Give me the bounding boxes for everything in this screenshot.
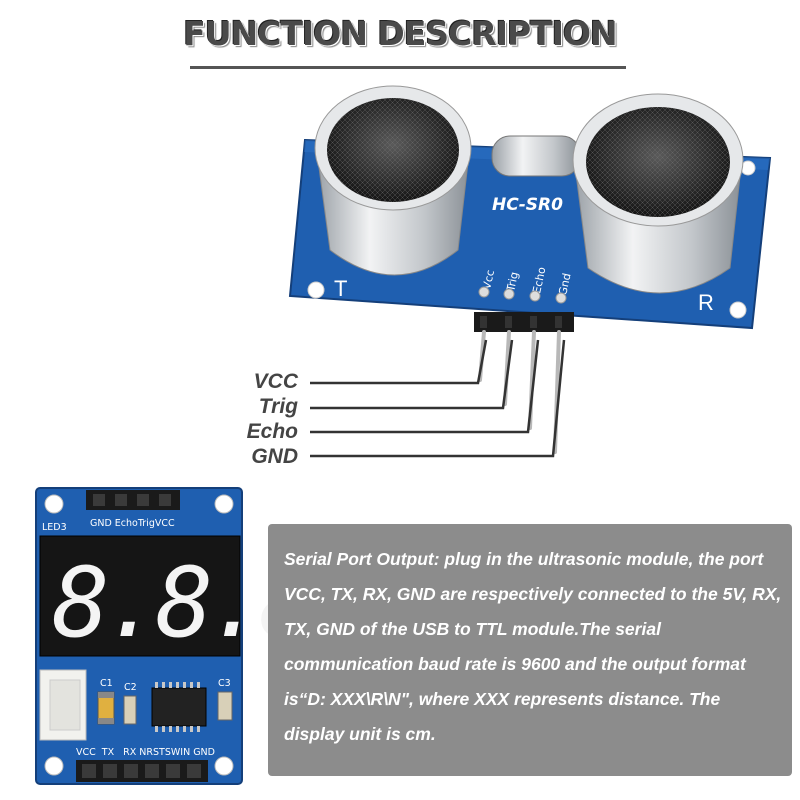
description-text: Serial Port Output: plug in the ultrason… [284, 549, 782, 744]
led-label: LED3 [42, 522, 67, 533]
bottom-header-labels: VCC TX RX NRSTSWIN GND [76, 747, 215, 758]
pin-label-gnd: GND [251, 445, 298, 468]
pin-label-vcc: VCC [253, 370, 298, 393]
pin-label-echo: Echo [246, 420, 298, 443]
transmitter-transducer [314, 85, 472, 276]
model-silkscreen: HC-SR0 [492, 195, 563, 215]
mounting-hole [307, 281, 325, 299]
crystal-oscillator [491, 135, 581, 177]
receiver-transducer [572, 93, 744, 294]
ic-chip [151, 687, 207, 727]
top-pin-header [86, 490, 180, 510]
cap-label-c3: C3 [218, 678, 231, 689]
page-title: FUNCTION DESCRIPTION [183, 14, 617, 53]
cap-label-c2: C2 [124, 682, 137, 693]
receiver-mark: R [698, 290, 714, 315]
pin-silk-vcc: Vcc [480, 269, 497, 291]
transmitter-mark: T [334, 276, 347, 301]
mounting-hole [729, 301, 747, 319]
mounting-hole [214, 494, 234, 514]
mounting-hole [214, 756, 234, 776]
title-underline [190, 66, 626, 69]
ultrasonic-sensor-board: HC-SR0 T R Vcc Trig Echo Gnd [288, 85, 772, 330]
mounting-hole [44, 756, 64, 776]
mounting-hole [44, 494, 64, 514]
top-header-labels: GND EchoTrigVCC [90, 518, 175, 529]
capacitor-c2 [123, 695, 137, 725]
pin-silk-gnd: Gnd [556, 272, 573, 297]
cap-label-c1: C1 [100, 678, 113, 689]
pin-leader-lines [310, 339, 566, 458]
seven-segment-display [39, 535, 241, 657]
pin-label-trig: Trig [258, 395, 298, 418]
description-panel: Serial Port Output: plug in the ultrason… [268, 524, 792, 776]
pin-silk-echo: Echo [530, 266, 548, 295]
pin-silk-trig: Trig [504, 271, 521, 294]
capacitor-c3 [217, 691, 233, 721]
